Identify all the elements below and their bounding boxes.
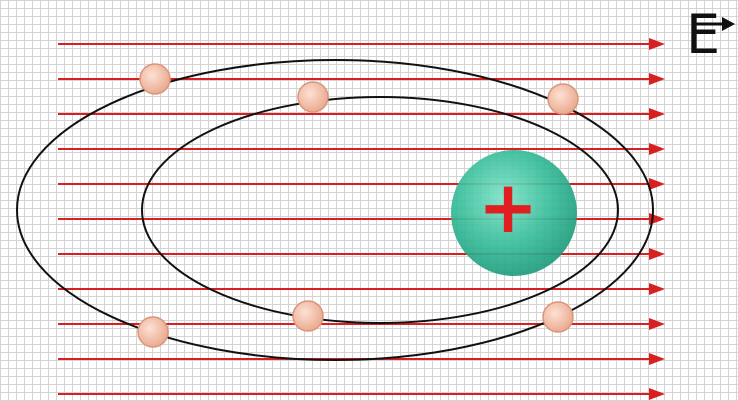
electron	[140, 64, 170, 94]
field-line-arrowhead	[649, 388, 665, 400]
field-line-arrowhead	[649, 318, 665, 330]
field-line-arrowhead	[649, 178, 665, 190]
field-line-arrowhead	[649, 38, 665, 50]
nucleus: +	[451, 150, 577, 276]
field-line-arrowhead	[649, 248, 665, 260]
electron	[138, 317, 168, 347]
electron	[543, 302, 573, 332]
field-line-arrowhead	[649, 353, 665, 365]
electron	[293, 301, 323, 331]
electron	[298, 82, 328, 112]
field-line-arrowhead	[649, 143, 665, 155]
field-line-arrowhead	[649, 73, 665, 85]
field-symbol-label: E	[686, 8, 720, 62]
field-line-arrowhead	[649, 283, 665, 295]
field-line-arrowhead	[649, 108, 665, 120]
field-vector-arrowhead	[722, 17, 735, 31]
nucleus-charge-sign: +	[478, 165, 538, 249]
electron	[548, 84, 578, 114]
